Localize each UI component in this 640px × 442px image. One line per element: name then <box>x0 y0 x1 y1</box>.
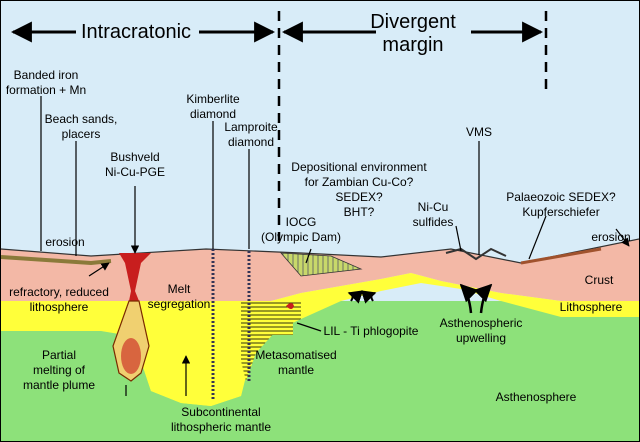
convection-arrow-right <box>360 290 377 304</box>
label-kimberlite-2: diamond <box>190 107 236 121</box>
label-beach-1: Beach sands, <box>45 112 118 126</box>
label-lamproite-1: Lamproite <box>224 120 278 134</box>
label-erosion-left: erosion <box>45 235 84 249</box>
label-banded-iron-2: formation + Mn <box>6 83 86 97</box>
label-paleozoic-1: Palaeozoic SEDEX? <box>506 190 616 204</box>
plume-core <box>121 338 141 374</box>
bushveld-intrusion <box>119 253 151 301</box>
leader-nicu <box>455 225 462 252</box>
leader-lil <box>296 322 322 332</box>
surface-line <box>1 238 639 264</box>
label-subcontinental-2: lithospheric mantle <box>171 420 271 434</box>
header-divergent: Divergent <box>370 11 456 33</box>
label-partial-2: melting of <box>33 363 86 377</box>
label-melt-1: Melt <box>168 282 191 296</box>
label-lil: LIL - Ti phlogopite <box>324 324 419 338</box>
label-lamproite-2: diamond <box>228 135 274 149</box>
label-upwelling-2: upwelling <box>456 331 506 345</box>
label-refractory-1: refractory, reduced <box>9 285 109 299</box>
label-bushveld-2: Ni-Cu-PGE <box>105 165 165 179</box>
rift-zone <box>445 247 507 261</box>
leader-paleozoic <box>528 215 547 260</box>
melt-droplet <box>286 303 294 309</box>
label-nicu-2: sulfides <box>413 215 454 229</box>
label-crust: Crust <box>585 273 614 287</box>
label-melt-2: segregation <box>148 297 211 311</box>
leader-iocg <box>305 248 312 264</box>
header-margin: margin <box>382 34 443 56</box>
label-zambian-3: SEDEX? <box>335 190 383 204</box>
label-iocg-2: (Olympic Dam) <box>261 230 341 244</box>
label-metasomatised-2: mantle <box>278 363 314 377</box>
erosion-left-arrow <box>88 262 110 277</box>
label-refractory-2: lithosphere <box>30 300 89 314</box>
banded-iron-sediment <box>1 255 112 266</box>
phlogopite-zone <box>271 319 293 335</box>
label-zambian-4: BHT? <box>344 205 375 219</box>
upwelling-arrow-right <box>473 283 493 314</box>
label-iocg-1: IOCG <box>286 215 317 229</box>
label-erosion-right: erosion <box>591 230 630 244</box>
subcontinental-keel <box>121 301 271 406</box>
header-intracratonic: Intracratonic <box>81 21 191 43</box>
label-upwelling-1: Asthenospheric <box>440 316 523 330</box>
label-subcontinental-1: Subcontinental <box>181 405 260 419</box>
label-zambian-2: for Zambian Cu-Co? <box>305 175 414 189</box>
label-banded-iron-1: Banded iron <box>14 68 79 82</box>
label-lithosphere: Lithosphere <box>560 300 623 314</box>
label-bushveld-1: Bushveld <box>110 150 159 164</box>
iocg-body <box>280 252 363 277</box>
label-kimberlite-1: Kimberlite <box>186 92 240 106</box>
label-partial-1: Partial <box>42 348 76 362</box>
label-beach-2: placers <box>62 127 101 141</box>
label-zambian-1: Depositional environment <box>291 160 427 174</box>
label-vms: VMS <box>466 125 492 139</box>
label-metasomatised-1: Metasomatised <box>255 348 336 362</box>
sedex-sediment <box>520 247 602 265</box>
label-paleozoic-2: Kupferschiefer <box>522 205 599 219</box>
label-nicu-1: Ni-Cu <box>418 200 449 214</box>
label-partial-3: mantle plume <box>23 378 95 392</box>
label-asthenosphere: Asthenosphere <box>496 390 577 404</box>
upwelling-arrow-left <box>459 283 479 314</box>
erosion-right-arrow <box>615 228 630 247</box>
convection-arrow-left <box>347 290 364 304</box>
